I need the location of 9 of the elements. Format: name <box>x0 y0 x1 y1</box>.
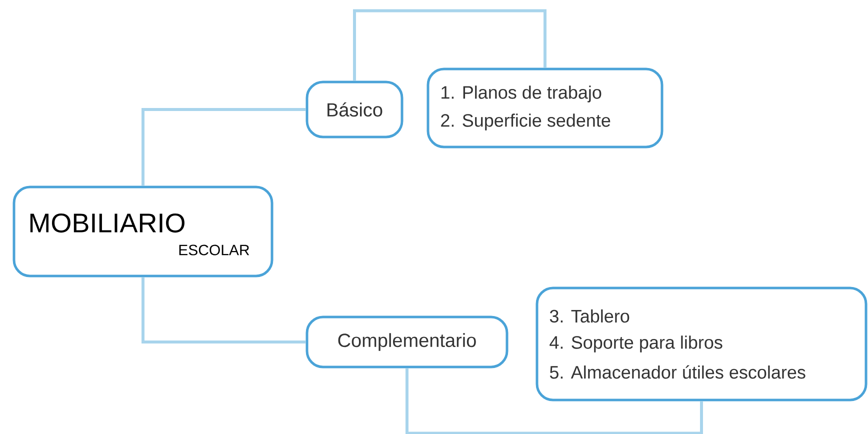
connector <box>142 277 306 344</box>
title-box: MOBILIARIO ESCOLAR <box>12 186 274 278</box>
topic-box: Básico <box>306 80 404 138</box>
connector <box>406 368 703 434</box>
connector <box>142 108 306 186</box>
topic-box: Complementario <box>306 316 508 368</box>
list-box: 1. Planos de trabajo 2. Superficie sedente <box>426 68 664 148</box>
connector <box>353 9 546 81</box>
list-box: 3. Tablero 4. Soporte para libros 5. Almacenador útiles escolares <box>536 286 868 402</box>
